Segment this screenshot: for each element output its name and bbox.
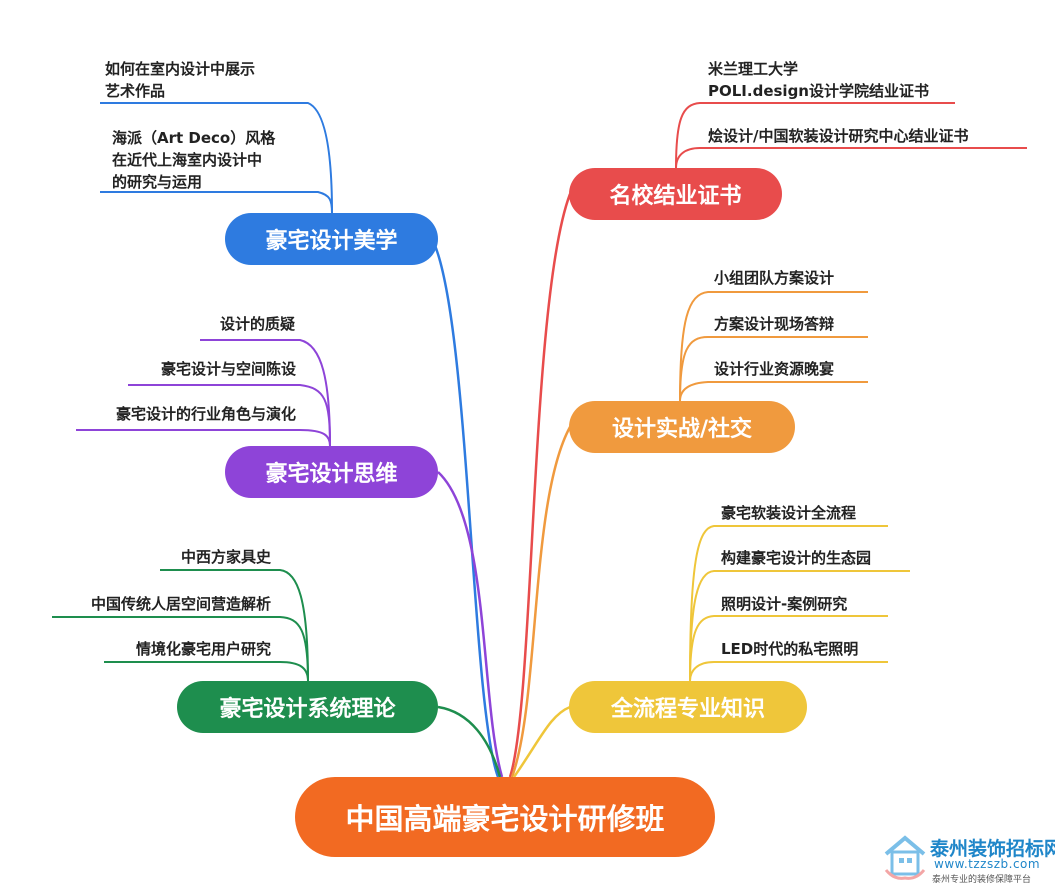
link-aesthetics-2 (100, 191, 333, 214)
link-practice-3 (679, 381, 868, 402)
leaf-theory-3: 情境化豪宅用户研究 (135, 640, 271, 658)
link-theory-3 (104, 661, 309, 682)
leaf-theory-2: 中国传统人居空间营造解析 (90, 595, 271, 613)
leaf-practice-1: 小组团队方案设计 (714, 269, 835, 287)
trunk-aesthetics (428, 234, 500, 778)
branch-thinking: 豪宅设计思维 (225, 446, 438, 498)
link-practice-2 (679, 336, 868, 402)
leaf-theory-1: 中西方家具史 (180, 548, 271, 566)
watermark: 泰州装饰招标网 www.tzzszb.com 泰州专业的装修保障平台 (882, 832, 1055, 888)
link-aesthetics-1 (100, 102, 333, 214)
leaf-process-3: 照明设计-案例研究 (721, 595, 848, 613)
branch-practice: 设计实战/社交 (569, 401, 795, 453)
leaf-thinking-1: 设计的质疑 (219, 315, 295, 333)
link-practice-1 (679, 291, 868, 402)
branch-certificate: 名校结业证书 (569, 168, 782, 220)
watermark-tagline: 泰州专业的装修保障平台 (932, 875, 1032, 885)
branch-theory: 豪宅设计系统理论 (177, 681, 438, 733)
center-node: 中国高端豪宅设计研修班 (295, 777, 715, 857)
trunk-thinking (437, 471, 504, 778)
link-process-3 (689, 615, 888, 682)
link-process-4 (689, 661, 888, 682)
leaf-aesthetics-1: 如何在室内设计中展示 艺术作品 (105, 60, 256, 100)
leaf-certificate-2: 烩设计/中国软装设计研究中心结业证书 (708, 127, 969, 145)
trunk-theory (437, 705, 502, 778)
link-certificate-1 (675, 102, 955, 169)
trunk-certificate (508, 193, 572, 778)
link-thinking-3 (76, 429, 331, 447)
watermark-name: 泰州装饰招标网 (930, 838, 1055, 860)
leaf-aesthetics-2: 海派（Art Deco）风格 在近代上海室内设计中 的研究与运用 (112, 129, 276, 191)
link-theory-2 (52, 616, 309, 682)
branch-process: 全流程专业知识 (569, 681, 807, 733)
link-process-2 (689, 570, 910, 682)
leaf-thinking-3: 豪宅设计的行业角色与演化 (115, 405, 296, 423)
link-thinking-2 (128, 384, 331, 447)
leaf-practice-2: 方案设计现场答辩 (714, 315, 835, 333)
house-logo-icon (884, 835, 926, 880)
leaf-process-2: 构建豪宅设计的生态园 (721, 549, 872, 567)
link-certificate-2 (675, 147, 1027, 169)
leaf-thinking-2: 豪宅设计与空间陈设 (160, 360, 296, 378)
leaf-process-4: LED时代的私宅照明 (721, 640, 859, 658)
trunk-practice (510, 426, 572, 778)
leaf-certificate-1: 米兰理工大学 POLI.design设计学院结业证书 (708, 60, 929, 100)
leaf-practice-3: 设计行业资源晚宴 (714, 360, 835, 378)
branch-aesthetics: 豪宅设计美学 (225, 213, 438, 265)
link-theory-1 (160, 569, 309, 682)
leaf-process-1: 豪宅软装设计全流程 (721, 504, 857, 522)
trunk-process (512, 705, 571, 778)
watermark-url: www.tzzszb.com (934, 857, 1041, 871)
